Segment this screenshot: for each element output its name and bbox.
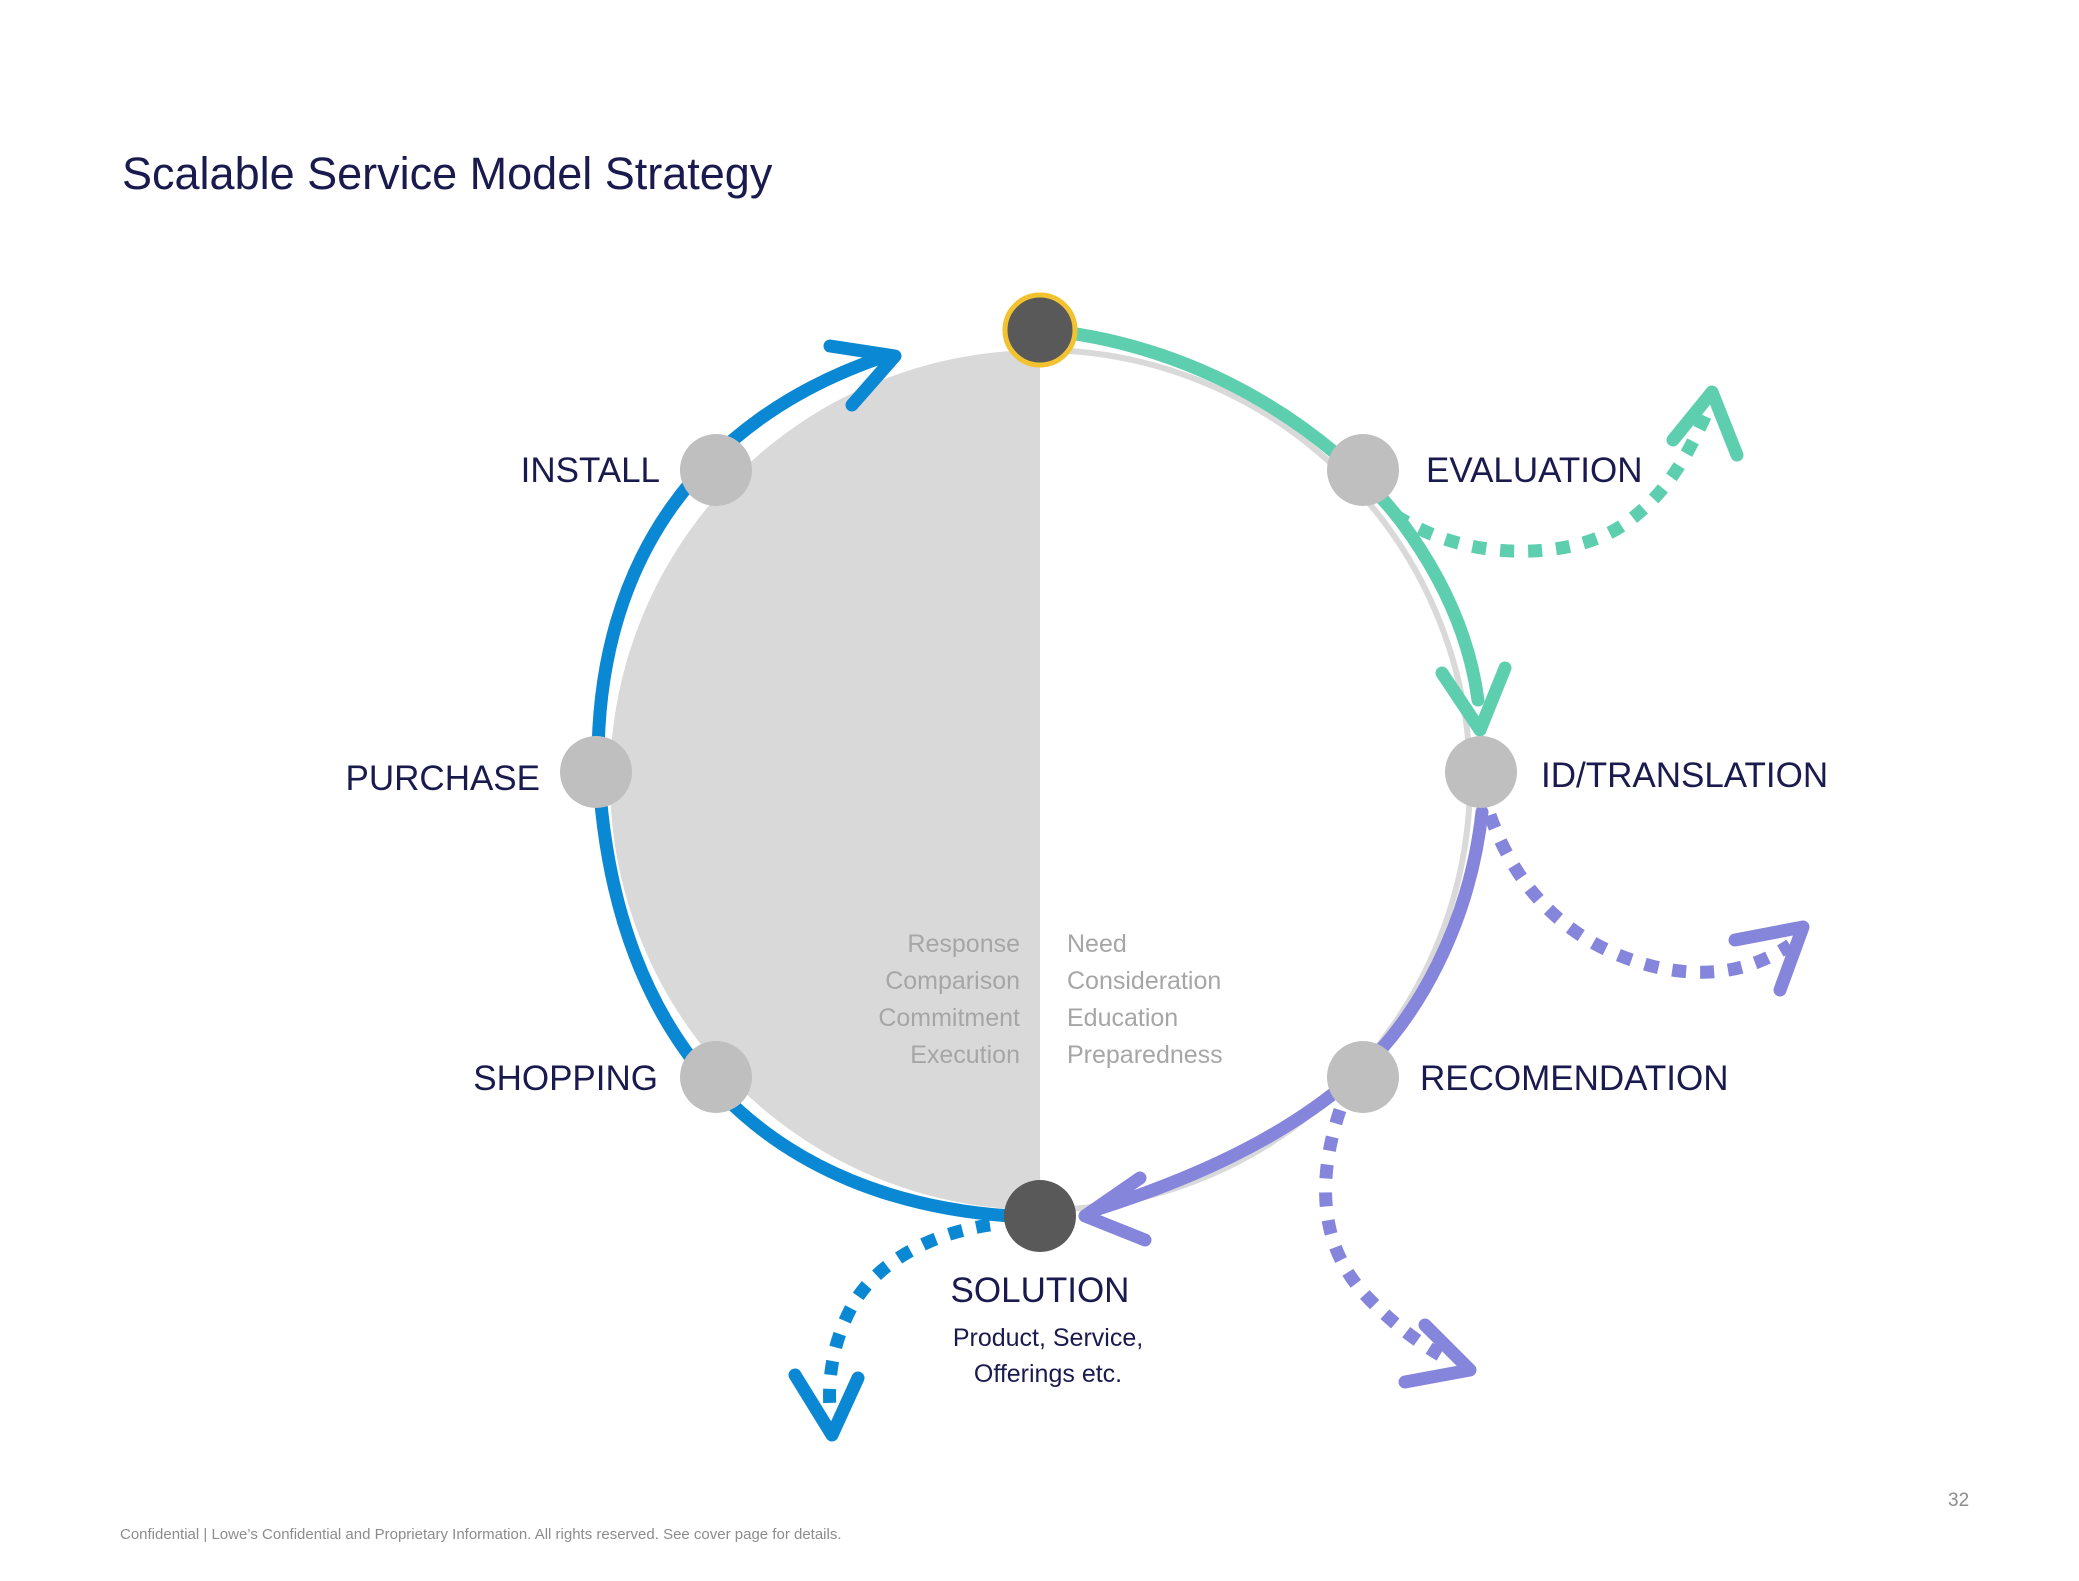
purple-arc-arrowhead bbox=[1078, 1171, 1152, 1247]
label-shopping: SHOPPING bbox=[473, 1059, 658, 1098]
node-id-translation bbox=[1445, 736, 1517, 808]
label-evaluation: EVALUATION bbox=[1426, 451, 1643, 490]
solution-subtitle-line-1: Product, Service, bbox=[953, 1324, 1143, 1352]
left-word: Commitment bbox=[878, 1004, 1020, 1032]
teal-dotted-arrowhead bbox=[1666, 385, 1744, 462]
node-start bbox=[1002, 292, 1078, 368]
label-recommendation: RECOMENDATION bbox=[1420, 1059, 1729, 1098]
purple-dotted-arrowhead-1 bbox=[1728, 920, 1810, 997]
blue-dotted-arrowhead bbox=[788, 1368, 865, 1442]
label-solution: SOLUTION bbox=[951, 1271, 1130, 1310]
teal-dotted-exit bbox=[1391, 407, 1714, 558]
page-number: 32 bbox=[1948, 1490, 1970, 1511]
teal-arc-arrowhead bbox=[1435, 661, 1512, 737]
node-shopping bbox=[680, 1041, 752, 1113]
purple-dotted-arrowhead-2 bbox=[1398, 1318, 1477, 1389]
right-word: Consideration bbox=[1067, 967, 1221, 995]
node-recommendation bbox=[1327, 1041, 1399, 1113]
node-install bbox=[680, 434, 752, 506]
node-evaluation bbox=[1327, 434, 1399, 506]
solution-subtitle-line-2: Offerings etc. bbox=[974, 1360, 1122, 1388]
teal-arc bbox=[1038, 323, 1485, 707]
purple-dotted-exit-2 bbox=[1319, 1107, 1444, 1361]
right-word: Education bbox=[1067, 1004, 1178, 1032]
circle-outline bbox=[1039, 347, 1473, 1213]
node-purchase bbox=[560, 736, 632, 808]
blue-arc-arrowhead bbox=[823, 339, 902, 412]
purple-dotted-exit-1 bbox=[1483, 812, 1794, 979]
right-word: Preparedness bbox=[1067, 1041, 1223, 1069]
left-word: Response bbox=[907, 930, 1020, 958]
left-word: Comparison bbox=[885, 967, 1020, 995]
label-purchase: PURCHASE bbox=[346, 759, 540, 798]
left-half-fill bbox=[610, 350, 1040, 1210]
page-title: Scalable Service Model Strategy bbox=[122, 148, 773, 199]
node-solution bbox=[1004, 1180, 1076, 1252]
label-install: INSTALL bbox=[521, 451, 660, 490]
confidential-footer: Confidential | Lowe’s Confidential and P… bbox=[120, 1526, 842, 1543]
label-id-translation: ID/TRANSLATION bbox=[1541, 756, 1828, 795]
right-word: Need bbox=[1067, 930, 1127, 958]
left-word: Execution bbox=[910, 1041, 1020, 1069]
